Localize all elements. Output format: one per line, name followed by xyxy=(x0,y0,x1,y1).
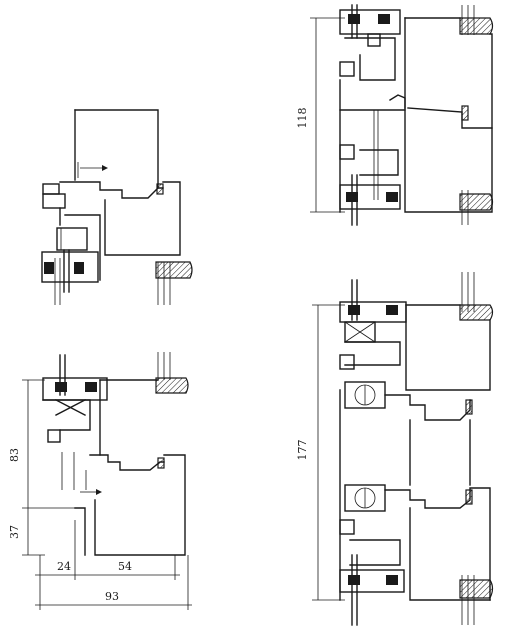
dim-width-93: 93 xyxy=(105,590,119,603)
dim-width-54: 54 xyxy=(118,560,132,573)
section-top-right xyxy=(339,4,494,226)
section-top-left xyxy=(41,109,193,305)
dim-width-24: 24 xyxy=(57,560,71,573)
section-bottom-right xyxy=(339,272,494,626)
dimensions-top-right: 118 xyxy=(296,17,345,213)
dim-height-118: 118 xyxy=(296,108,309,129)
dimensions-bottom-right: 177 xyxy=(296,304,345,601)
section-bottom-left xyxy=(42,352,189,556)
dimensions-bottom-left: 83 37 24 54 93 xyxy=(8,379,192,610)
dim-height-37: 37 xyxy=(8,525,21,539)
dim-height-177: 177 xyxy=(296,440,309,461)
dim-height-83: 83 xyxy=(8,448,21,462)
